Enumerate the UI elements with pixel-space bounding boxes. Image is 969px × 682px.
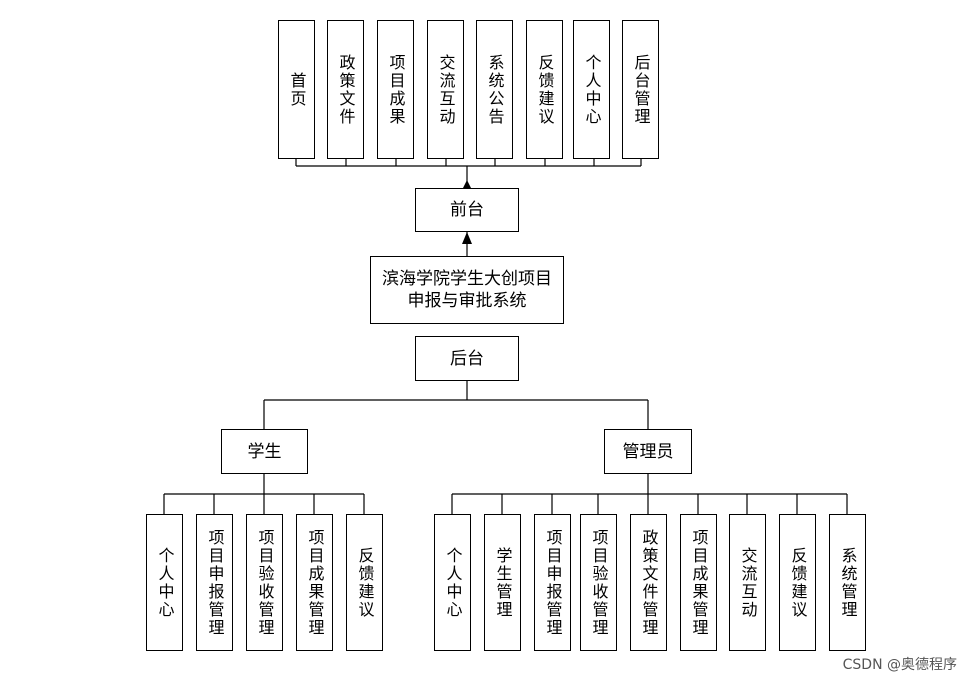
module-label: 政策文件管理 — [639, 528, 659, 637]
admin-module-system-management: 系统管理 — [829, 514, 866, 651]
module-label: 后台管理 — [631, 53, 651, 126]
admin-module-student-management: 学生管理 — [484, 514, 521, 651]
module-label: 政策文件 — [336, 53, 356, 126]
module-label: 项目申报管理 — [543, 528, 563, 637]
module-label: 反馈建议 — [355, 546, 375, 619]
admin-node: 管理员 — [604, 429, 692, 474]
student-module-project-application: 项目申报管理 — [196, 514, 233, 651]
module-label: 项目申报管理 — [205, 528, 225, 637]
node-label: 前台 — [450, 200, 484, 220]
frontend-module-home: 首页 — [278, 20, 315, 159]
system-root-node: 滨海学院学生大创项目申报与审批系统 — [370, 256, 564, 324]
module-label: 项目验收管理 — [589, 528, 609, 637]
module-label: 反馈建议 — [535, 53, 555, 126]
system-title: 滨海学院学生大创项目申报与审批系统 — [382, 269, 552, 311]
module-label: 项目验收管理 — [255, 528, 275, 637]
student-module-project-results: 项目成果管理 — [296, 514, 333, 651]
frontend-node: 前台 — [415, 188, 519, 232]
module-label: 反馈建议 — [788, 546, 808, 619]
admin-module-project-acceptance: 项目验收管理 — [580, 514, 617, 651]
watermark: CSDN @奥德程序 — [842, 657, 957, 673]
backend-node: 后台 — [415, 336, 519, 381]
module-label: 首页 — [287, 71, 307, 108]
student-module-project-acceptance: 项目验收管理 — [246, 514, 283, 651]
admin-module-interaction: 交流互动 — [729, 514, 766, 651]
frontend-module-project-results: 项目成果 — [377, 20, 414, 159]
admin-module-policy-docs: 政策文件管理 — [630, 514, 667, 651]
module-label: 个人中心 — [582, 53, 602, 126]
module-label: 个人中心 — [155, 546, 175, 619]
module-label: 个人中心 — [443, 546, 463, 619]
node-label: 管理员 — [622, 441, 674, 462]
module-label: 系统公告 — [485, 53, 505, 126]
frontend-module-feedback: 反馈建议 — [526, 20, 563, 159]
module-label: 交流互动 — [738, 546, 758, 619]
frontend-module-admin-entry: 后台管理 — [622, 20, 659, 159]
module-label: 系统管理 — [838, 546, 858, 619]
student-module-personal-center: 个人中心 — [146, 514, 183, 651]
admin-module-personal-center: 个人中心 — [434, 514, 471, 651]
frontend-module-personal-center: 个人中心 — [573, 20, 610, 159]
admin-module-project-application: 项目申报管理 — [534, 514, 571, 651]
student-module-feedback: 反馈建议 — [346, 514, 383, 651]
frontend-module-interaction: 交流互动 — [427, 20, 464, 159]
frontend-module-announcements: 系统公告 — [476, 20, 513, 159]
frontend-module-policy-docs: 政策文件 — [327, 20, 364, 159]
module-label: 项目成果 — [386, 53, 406, 126]
module-label: 交流互动 — [436, 53, 456, 126]
node-label: 学生 — [247, 441, 282, 462]
node-label: 后台 — [450, 348, 484, 369]
admin-module-project-results: 项目成果管理 — [680, 514, 717, 651]
module-label: 项目成果管理 — [689, 528, 709, 637]
module-label: 学生管理 — [493, 546, 513, 619]
module-label: 项目成果管理 — [305, 528, 325, 637]
admin-module-feedback: 反馈建议 — [779, 514, 816, 651]
student-node: 学生 — [221, 429, 308, 474]
